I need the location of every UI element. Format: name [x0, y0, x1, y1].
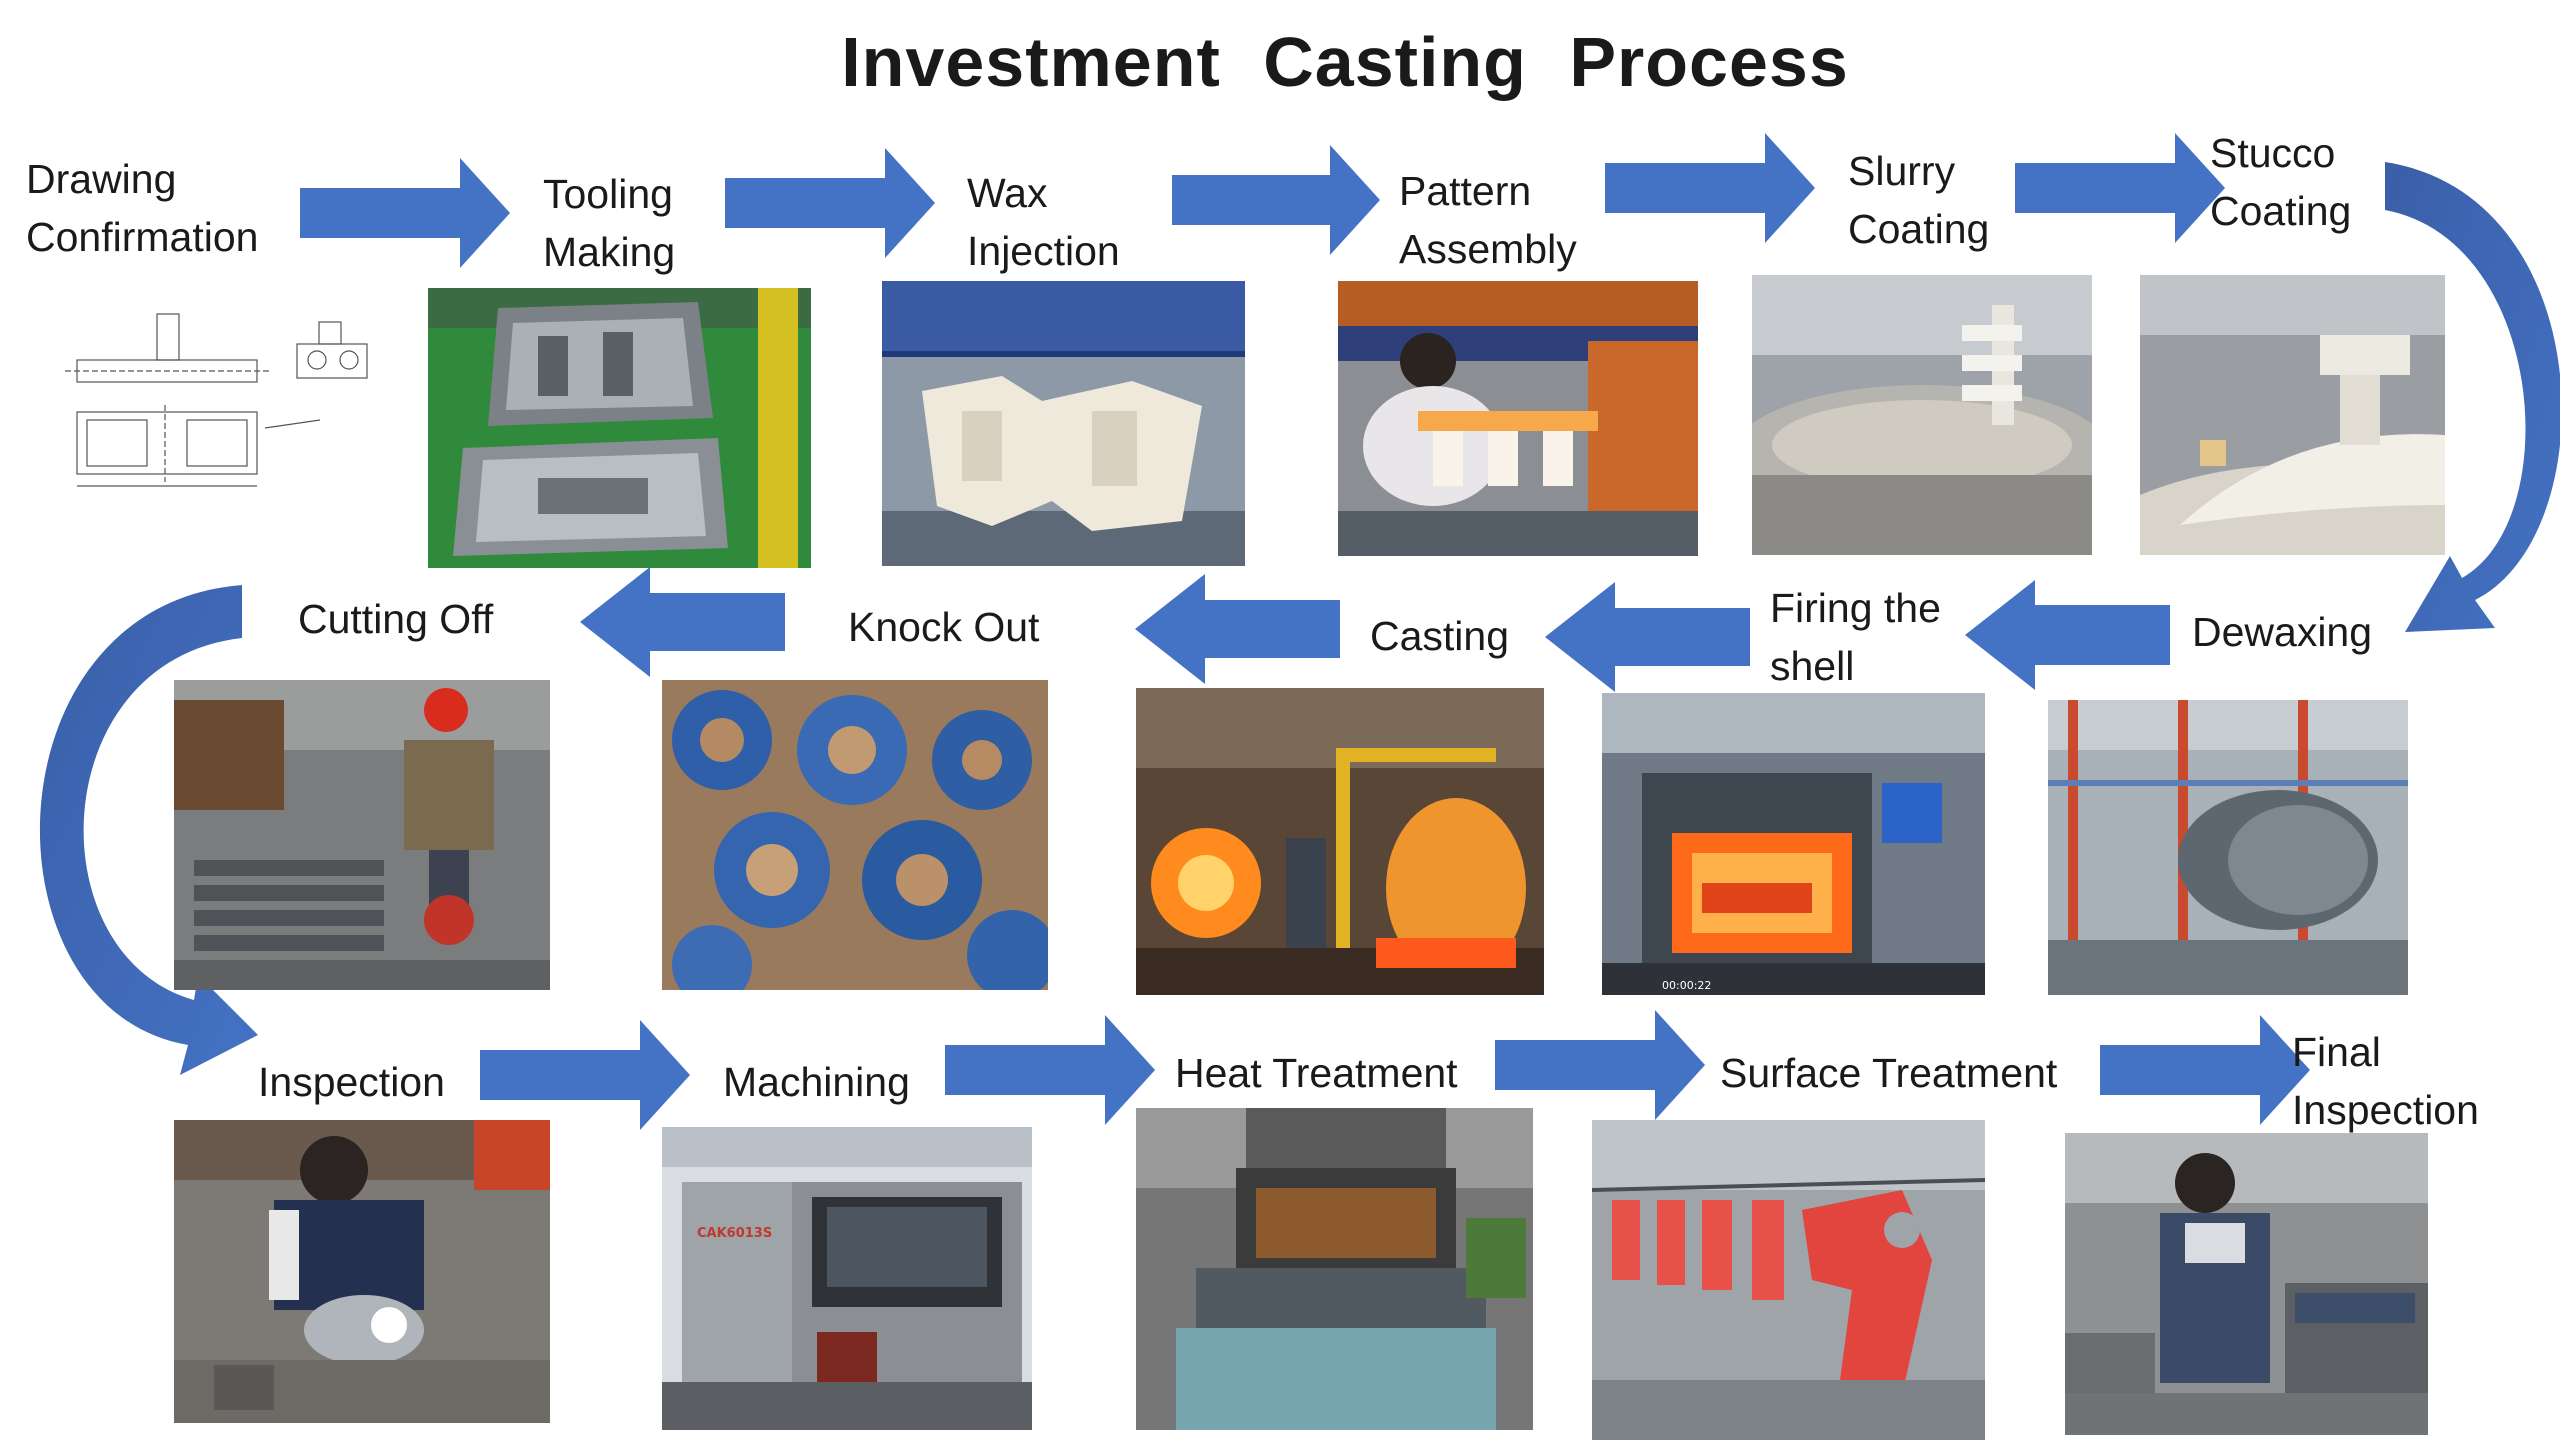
label-cutting-off: Cutting Off — [298, 590, 493, 648]
arrow-tooling-to-wax — [725, 148, 935, 258]
label-inspection: Inspection — [258, 1053, 445, 1111]
arrow-slurry-to-stucco — [2015, 133, 2225, 243]
arrow-heat-to-surface — [1495, 1010, 1705, 1120]
technical-drawing-icon — [65, 300, 395, 490]
arrow-drawing-to-tooling — [300, 158, 510, 268]
arrow-wax-to-pattern — [1172, 145, 1380, 255]
stucco-coating-icon — [2140, 275, 2445, 555]
arrow-knockout-to-cutting — [580, 567, 785, 677]
photo-dewaxing — [2048, 700, 2408, 995]
photo-cutting-off — [174, 680, 550, 990]
furnace-icon: 00:00:22 — [1602, 693, 1985, 995]
worker-assembling-icon — [1338, 281, 1698, 556]
metal-mold-icon — [428, 288, 811, 568]
photo-tooling-making — [428, 288, 811, 568]
photo-inspection — [174, 1120, 550, 1423]
worker-grinding-icon — [174, 1120, 550, 1423]
knocked-out-castings-icon — [662, 680, 1048, 990]
painted-parts-icon — [1592, 1120, 1985, 1440]
photo-knock-out — [662, 680, 1048, 990]
label-casting: Casting — [1370, 607, 1509, 665]
photo-heat-treatment — [1136, 1108, 1533, 1430]
final-inspection-worker-icon — [2065, 1133, 2428, 1435]
photo-technical-drawing — [65, 300, 395, 490]
wax-pattern-icon — [882, 281, 1245, 566]
photo-pattern-assembly — [1338, 281, 1698, 556]
label-dewaxing: Dewaxing — [2192, 603, 2372, 661]
arrow-machining-to-heat — [945, 1015, 1155, 1125]
arrow-dewaxing-to-firing — [1965, 580, 2170, 690]
heat-furnace-icon — [1136, 1108, 1533, 1430]
photo-final-inspection — [2065, 1133, 2428, 1435]
photo-slurry-coating — [1752, 275, 2092, 555]
photo-firing-the-shell: 00:00:22 — [1602, 693, 1985, 995]
slurry-tank-icon — [1752, 275, 2092, 555]
arrow-inspection-to-machining — [480, 1020, 690, 1130]
machine-brand-text: CAK6013S — [697, 1226, 772, 1241]
photo-machining: CAK6013S — [662, 1127, 1032, 1430]
cnc-machine-icon: CAK6013S — [662, 1127, 1032, 1430]
photo-casting — [1136, 688, 1544, 995]
arrow-firing-to-casting — [1545, 582, 1750, 692]
arrow-surface-to-final — [2100, 1015, 2310, 1125]
photo-surface-treatment — [1592, 1120, 1985, 1440]
arrow-casting-to-knockout — [1135, 574, 1340, 684]
photo-wax-injection — [882, 281, 1245, 566]
video-timestamp-text: 00:00:22 — [1662, 979, 1711, 992]
autoclave-icon — [2048, 700, 2408, 995]
arrow-pattern-to-slurry — [1605, 133, 1815, 243]
label-surface-treatment: Surface Treatment — [1720, 1044, 2057, 1102]
pouring-metal-icon — [1136, 688, 1544, 995]
label-machining: Machining — [723, 1053, 910, 1111]
label-heat-treatment: Heat Treatment — [1175, 1044, 1458, 1102]
worker-cutting-icon — [174, 680, 550, 990]
photo-stucco-coating — [2140, 275, 2445, 555]
label-knock-out: Knock Out — [848, 598, 1039, 656]
